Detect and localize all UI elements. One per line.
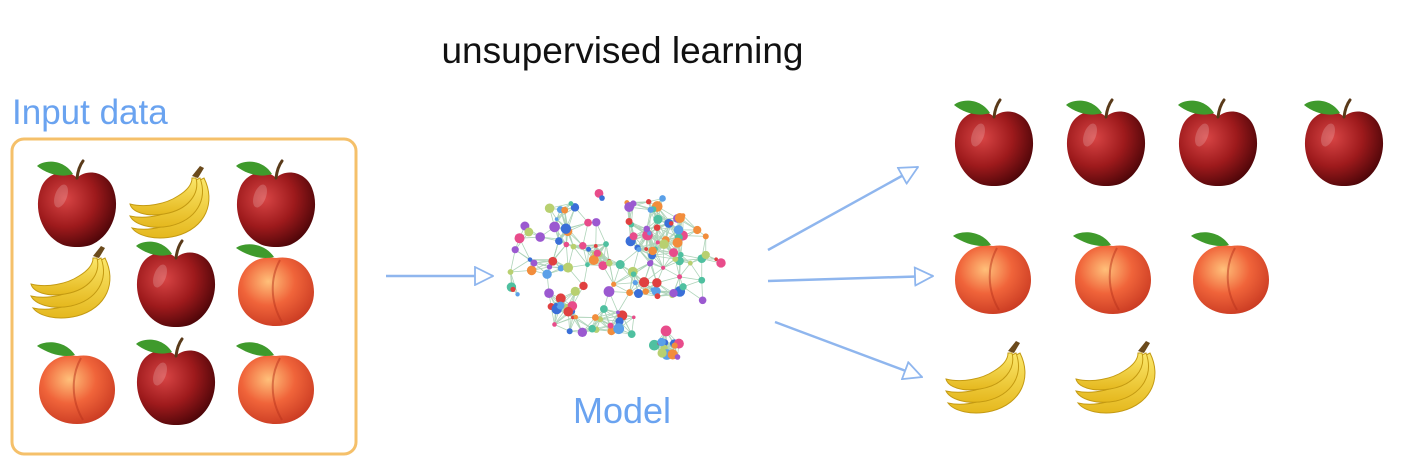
cluster-apple-icon <box>1178 98 1258 186</box>
fruits-layer <box>30 98 1384 425</box>
model-to-banana-cluster-arrow <box>774 320 922 377</box>
input-data-label: Input data <box>12 93 168 132</box>
input-peach-icon <box>37 342 115 424</box>
diagram-title: unsupervised learning <box>441 30 804 71</box>
input-apple-icon <box>136 337 216 425</box>
model-to-apple-cluster-arrow <box>767 165 918 252</box>
input-data-box <box>10 137 358 456</box>
input-peach-icon <box>236 244 314 326</box>
input-banana-icon <box>129 166 210 239</box>
cluster-peach-icon <box>953 232 1031 314</box>
input-apple-icon <box>136 239 216 327</box>
cluster-banana-icon <box>945 341 1026 414</box>
input-peach-icon <box>236 342 314 424</box>
cluster-apple-icon <box>954 98 1034 186</box>
model-label: Model <box>573 390 672 431</box>
input-apple-icon <box>37 159 117 247</box>
cluster-peach-icon <box>1191 232 1269 314</box>
input-banana-icon <box>30 246 111 319</box>
input-apple-icon <box>236 159 316 247</box>
brain-network-icon <box>506 188 726 360</box>
cluster-peach-icon <box>1073 232 1151 314</box>
model-to-peach-cluster-arrow <box>767 276 933 281</box>
cluster-apple-icon <box>1304 98 1384 186</box>
cluster-apple-icon <box>1066 98 1146 186</box>
cluster-banana-icon <box>1075 341 1156 414</box>
